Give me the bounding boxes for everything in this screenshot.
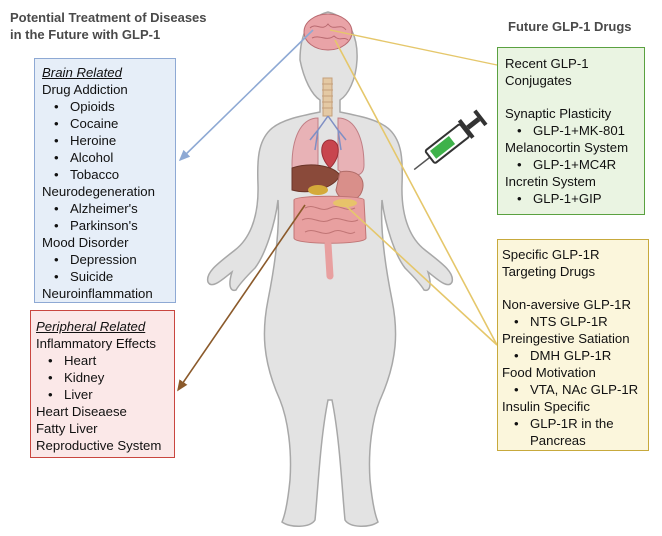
list-item: Cocaine [42, 115, 175, 132]
mood-disorder-label: Mood Disorder [42, 235, 129, 250]
peripheral-arrow [177, 204, 306, 392]
neurodegeneration-label: Neurodegeneration [42, 184, 155, 199]
list-item: DMH GLP-1R [502, 347, 648, 364]
inflammatory-effects-label: Inflammatory Effects [36, 336, 156, 351]
brain-organ [303, 13, 353, 51]
drug-addiction-label: Drug Addiction [42, 82, 128, 97]
stomach-organ [335, 170, 364, 201]
list-item: VTA, NAc GLP-1R [502, 381, 648, 398]
list-item: Liver [36, 386, 174, 403]
list-item-continuation: Pancreas [530, 433, 586, 448]
brain-related-box: Brain Related Drug Addiction Opioids Coc… [34, 58, 176, 303]
gallbladder [308, 185, 328, 195]
list-item: GLP-1+GIP [505, 190, 644, 207]
list-item: Alcohol [42, 149, 175, 166]
peripheral-heading: Peripheral Related [36, 319, 146, 334]
lungs [291, 117, 365, 176]
list-item: NTS GLP-1R [502, 313, 648, 330]
peripheral-related-box: Peripheral Related Inflammatory Effects … [30, 310, 175, 458]
food-motivation-label: Food Motivation [502, 365, 596, 380]
glp1r-targeting-box: Specific GLP-1R Targeting Drugs Non-aver… [497, 239, 649, 451]
left-title-line-2: in the Future with GLP-1 [10, 27, 161, 42]
insulin-specific-label: Insulin Specific [502, 399, 590, 414]
list-item: Tobacco [42, 166, 175, 183]
conjugates-title-line-1: Recent GLP-1 [505, 56, 589, 71]
syringe-icon [413, 109, 488, 171]
non-aversive-label: Non-aversive GLP-1R [502, 297, 631, 312]
list-item: Depression [42, 251, 175, 268]
brain-heading: Brain Related [42, 65, 122, 80]
list-item: Parkinson's [42, 217, 175, 234]
list-item: Heart [36, 352, 174, 369]
heart-disease-label: Heart Diseaese [36, 404, 127, 419]
incretin-system-label: Incretin System [505, 174, 596, 189]
list-item: GLP-1+MK-801 [505, 122, 644, 139]
glp1r-title-line-1: Specific GLP-1R [502, 247, 600, 262]
synaptic-plasticity-label: Synaptic Plasticity [505, 106, 612, 121]
melanocortin-system-label: Melanocortin System [505, 140, 629, 155]
fatty-liver-label: Fatty Liver [36, 421, 98, 436]
glp1-conjugates-box: Recent GLP-1 Conjugates Synaptic Plastic… [497, 47, 645, 215]
trachea [322, 77, 333, 117]
list-item: Kidney [36, 369, 174, 386]
list-item: GLP-1+MC4R [505, 156, 644, 173]
preingestive-satiation-label: Preingestive Satiation [502, 331, 630, 346]
glp1r-connector-2 [344, 204, 498, 346]
conjugates-connector [329, 29, 498, 66]
right-title: Future GLP-1 Drugs [508, 19, 632, 34]
list-item: Alzheimer's [42, 200, 175, 217]
glp1r-connector-1 [334, 39, 498, 346]
brain-arrow [178, 29, 314, 162]
list-item: Opioids [42, 98, 175, 115]
conjugates-title-line-2: Conjugates [505, 73, 572, 88]
glp1r-title-line-2: Targeting Drugs [502, 264, 596, 279]
left-title-line-1: Potential Treatment of Diseases [10, 10, 207, 25]
pancreas-organ [333, 199, 357, 207]
neuroinflammation-label: Neuroinflammation [42, 286, 153, 301]
bronchi [309, 115, 347, 151]
list-item: Suicide [42, 268, 175, 285]
reproductive-system-label: Reproductive System [36, 438, 162, 453]
left-title: Potential Treatment of Diseases in the F… [10, 9, 207, 43]
list-item: GLP-1R in the [502, 415, 648, 432]
list-item: Heroine [42, 132, 175, 149]
